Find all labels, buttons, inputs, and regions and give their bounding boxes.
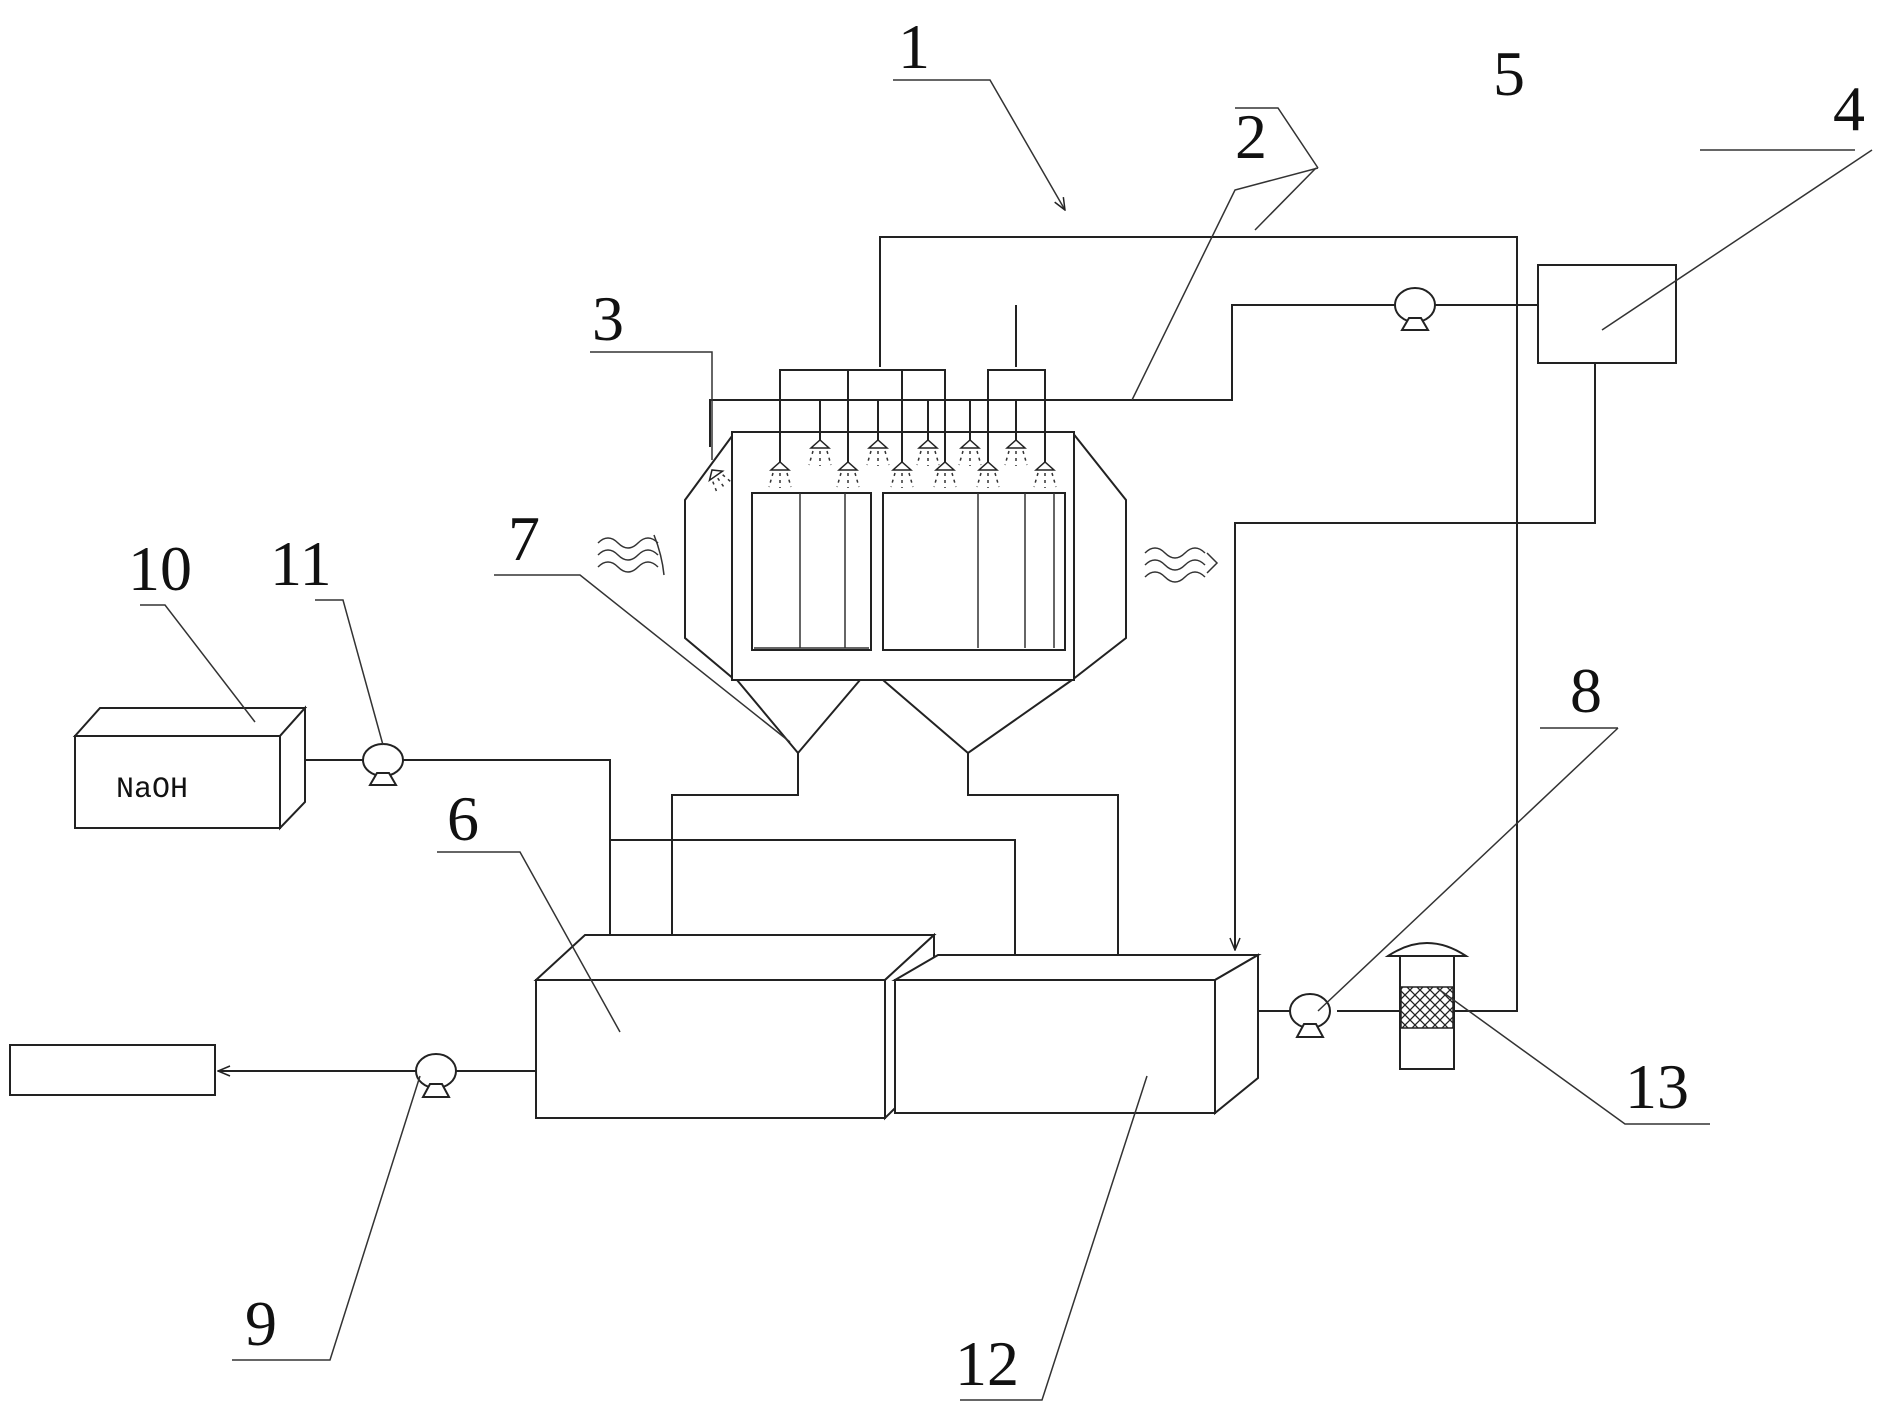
tank-6 [533, 932, 937, 1121]
label-6: 6 [447, 783, 479, 854]
label-3: 3 [592, 283, 624, 354]
nozzle [958, 438, 982, 466]
drain-line-left [672, 753, 799, 960]
naoh-feed-line [403, 759, 610, 950]
number-labels: 1 2 3 4 5 6 7 8 9 10 11 12 13 [128, 11, 1865, 1399]
return-line-to-tank-12 [1235, 363, 1596, 950]
nozzle [768, 460, 792, 488]
nozzle [836, 460, 860, 488]
leader-lines [140, 79, 1873, 1401]
nozzle [916, 438, 940, 466]
nozzle-side [708, 469, 733, 494]
spray-nozzles [708, 438, 1057, 494]
nozzle [1004, 438, 1028, 466]
scrubber-tower [684, 431, 1127, 755]
naoh-tank: NaOH [72, 705, 308, 831]
label-9: 9 [245, 1288, 277, 1359]
nozzle [1033, 460, 1057, 488]
spray-header [709, 236, 1538, 1012]
label-7: 7 [508, 503, 540, 574]
spray-chamber [731, 431, 1075, 681]
label-12: 12 [955, 1328, 1019, 1399]
pump-5 [1394, 287, 1436, 331]
label-13: 13 [1625, 1051, 1689, 1122]
label-1: 1 [898, 11, 930, 82]
hopper-left [736, 679, 861, 755]
naoh-branch-line [610, 839, 1015, 985]
discharge-receiver [9, 1044, 216, 1096]
nozzle [933, 460, 957, 488]
label-11: 11 [270, 528, 332, 599]
label-8: 8 [1570, 655, 1602, 726]
pump-9 [415, 1053, 457, 1098]
nozzle [866, 438, 890, 466]
nozzle [808, 438, 832, 466]
packing-module-left [751, 492, 872, 651]
label-10: 10 [128, 533, 192, 604]
tank-12 [891, 953, 1262, 1116]
nozzle [890, 460, 914, 488]
pump-11 [362, 743, 404, 786]
packing-module-right [882, 492, 1066, 651]
airflow-in-icon [597, 534, 665, 576]
vent-cartridge-13 [1384, 942, 1470, 1070]
naoh-label: NaOH [116, 773, 188, 807]
label-5: 5 [1493, 38, 1525, 109]
label-4: 4 [1833, 73, 1865, 144]
nozzle [976, 460, 1000, 488]
unit-4 [1537, 264, 1677, 364]
pump-8 [1289, 993, 1331, 1038]
label-2: 2 [1235, 101, 1267, 172]
drain-line-right [967, 753, 1118, 970]
hopper-right [882, 679, 1073, 755]
airflow-out-icon [1144, 547, 1219, 583]
